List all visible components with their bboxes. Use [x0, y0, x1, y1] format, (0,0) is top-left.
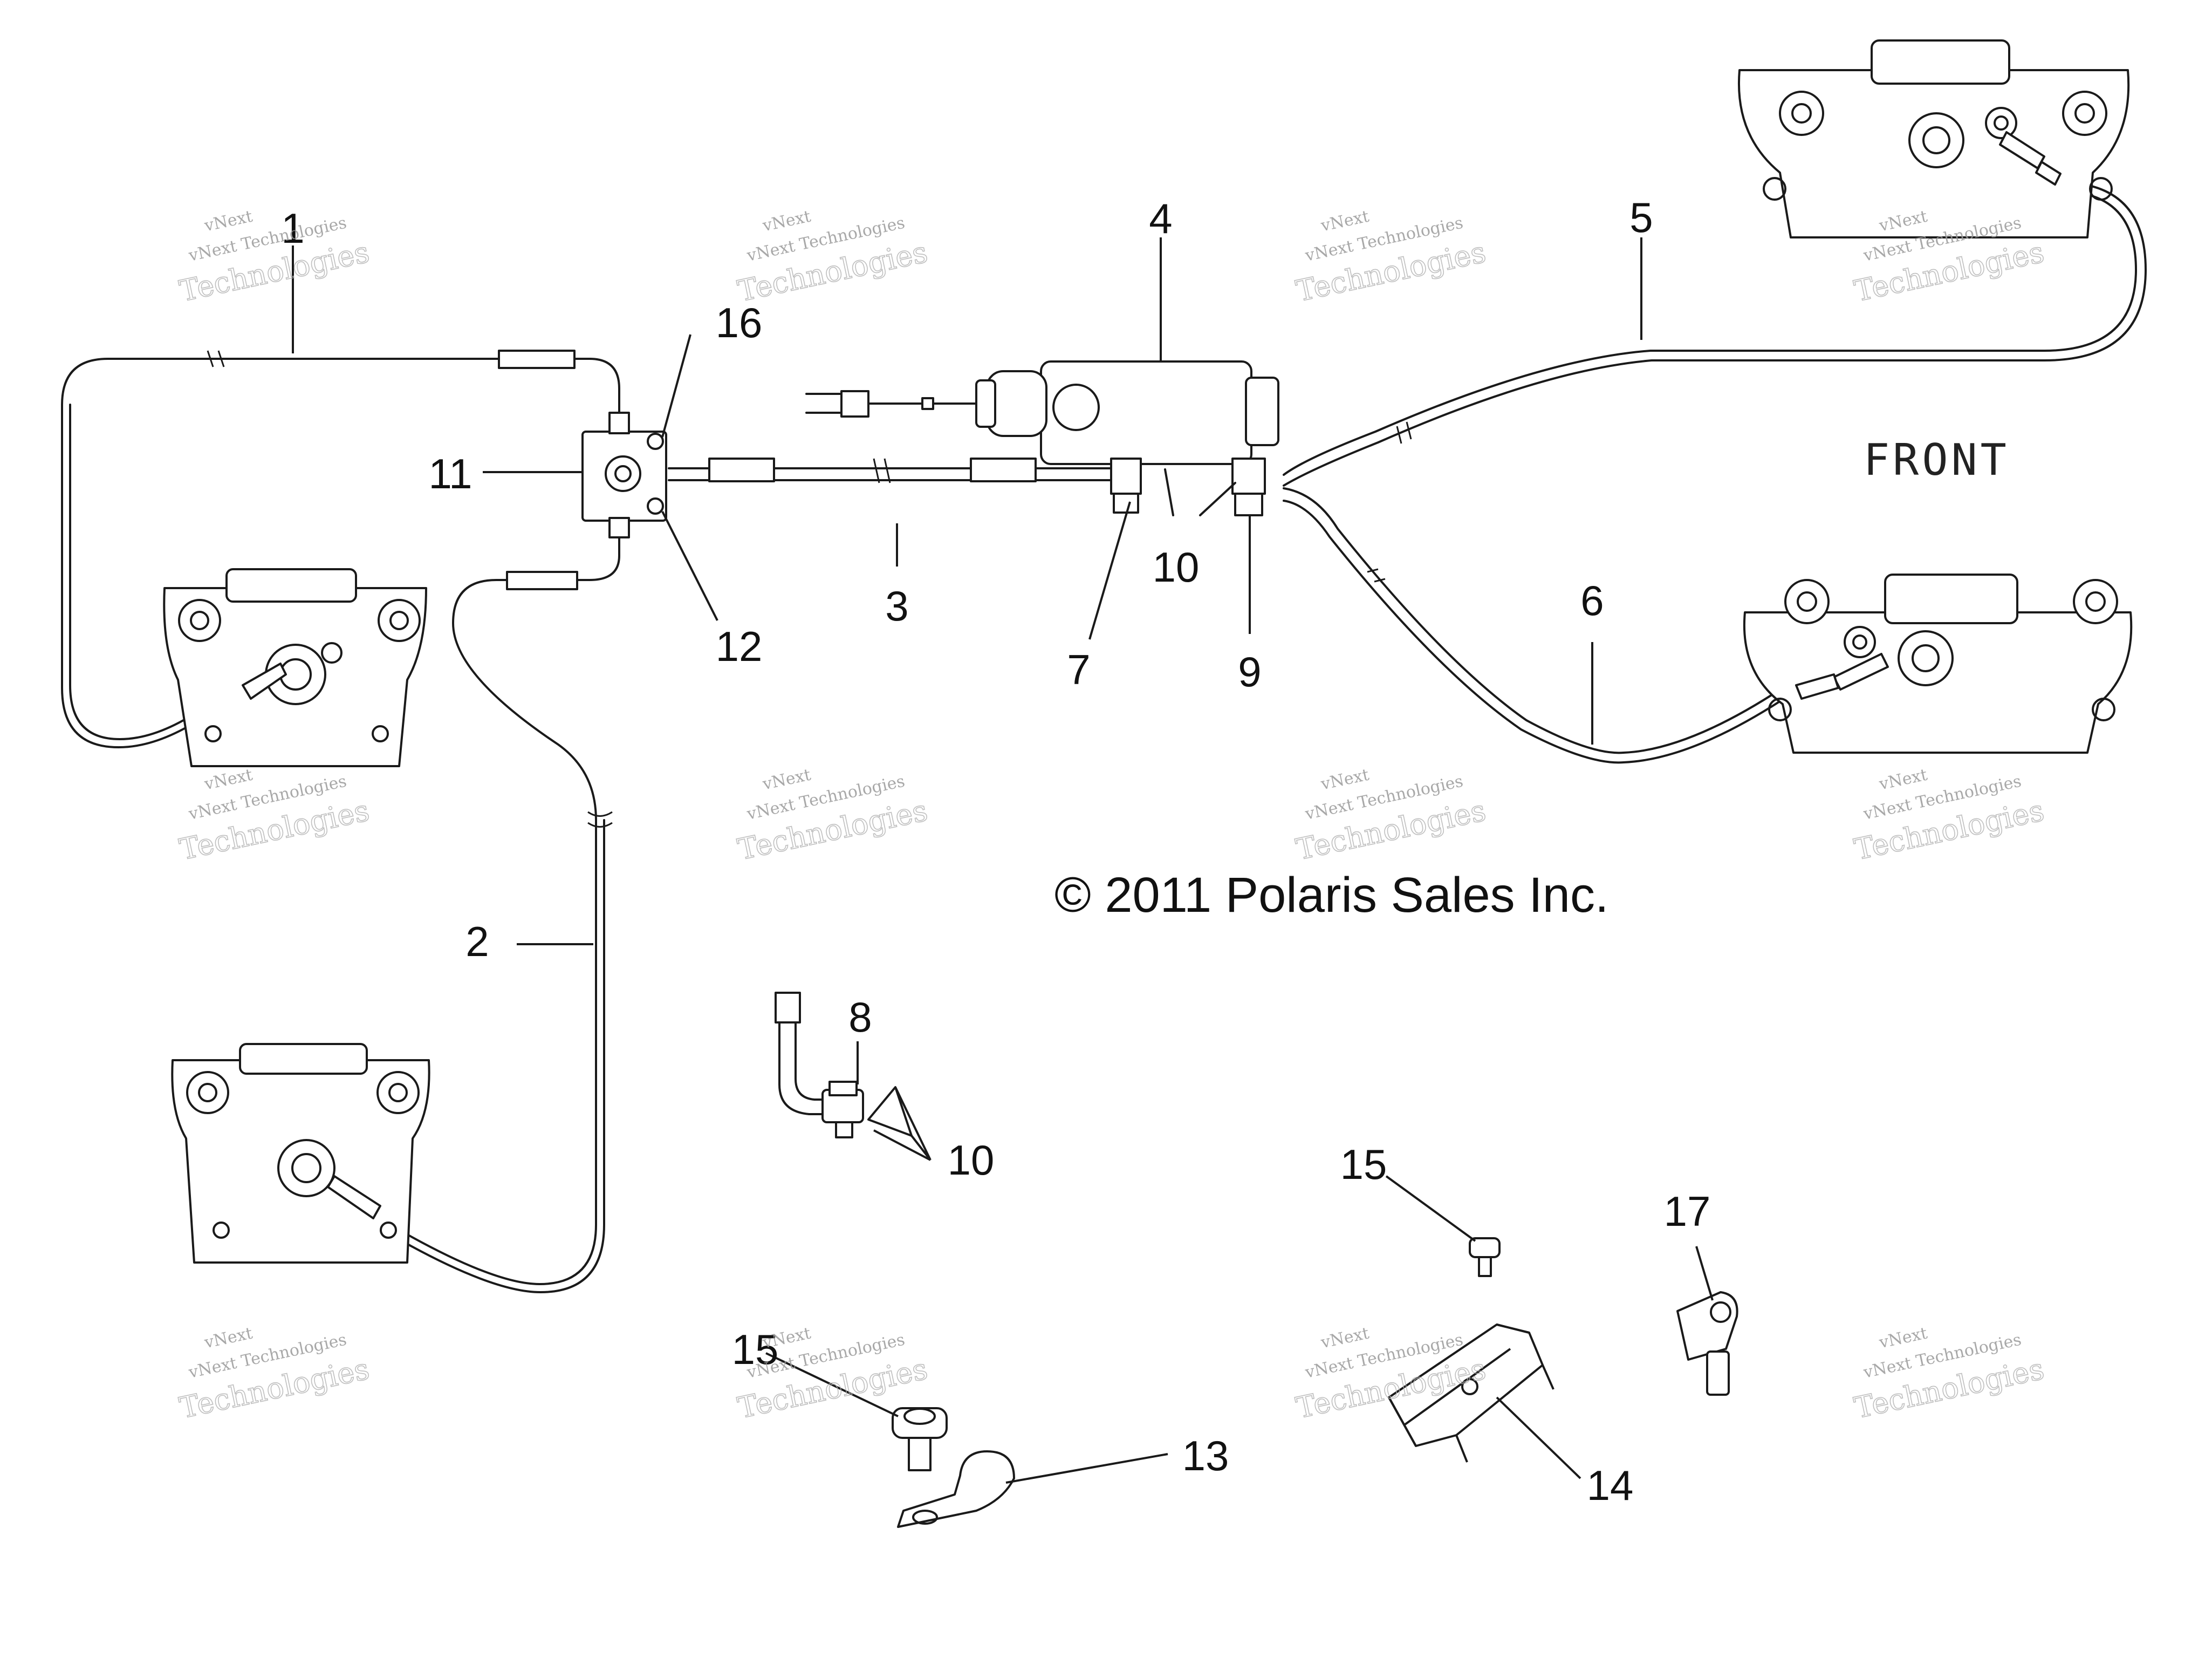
- brake-line-1-fitting: [498, 350, 576, 369]
- svg-text:vNext: vNext: [1319, 1324, 1371, 1353]
- watermark-r2c4: vNext vNext Technologies Technologies: [1851, 766, 2047, 868]
- callout-7: 7: [1067, 646, 1090, 693]
- watermark-r3c2: vNext vNext Technologies Technologies: [735, 1324, 931, 1426]
- brake-line-2-inner: [355, 819, 605, 1293]
- watermark-r2c3: vNext vNext Technologies Technologies: [1293, 766, 1489, 868]
- svg-text:vNext: vNext: [202, 1324, 254, 1353]
- brake-line-1-break: [207, 350, 225, 367]
- brake-line-2-fitting: [506, 571, 578, 590]
- brake-line-3-fitting-b: [970, 458, 1037, 482]
- brake-line-5-inner: [1283, 181, 2147, 487]
- svg-text:vNext: vNext: [1877, 1324, 1929, 1353]
- callout-11: 11: [429, 450, 472, 497]
- p-clamp: [897, 1450, 1015, 1528]
- brake-line-1: [61, 358, 620, 748]
- master-cylinder: [805, 360, 1279, 516]
- caliper-left-front: [163, 568, 427, 767]
- callout-9: 9: [1238, 648, 1261, 695]
- svg-text:vNext: vNext: [1319, 766, 1371, 794]
- brake-line-6-break: [1367, 568, 1386, 583]
- callout-5: 5: [1629, 194, 1653, 241]
- callout-14: 14: [1587, 1462, 1634, 1509]
- callout-2: 2: [465, 918, 489, 965]
- brake-line-2: [358, 525, 620, 1285]
- callout-8: 8: [848, 993, 872, 1041]
- caliper-right-rear: [1743, 574, 2133, 754]
- bracket: [1388, 1323, 1554, 1463]
- brake-line-6-inner: [1283, 500, 1788, 764]
- brake-line-3-break: [873, 458, 891, 483]
- callout-10-lower: 10: [948, 1136, 995, 1184]
- clip: [1676, 1291, 1738, 1396]
- brake-line-6: [1283, 487, 1784, 754]
- leader-lines: [292, 237, 1714, 1484]
- watermark-r1c1: vNext vNext Technologies Technologies: [176, 207, 373, 309]
- brake-line-5-break: [1396, 421, 1412, 444]
- svg-text:vNext: vNext: [761, 207, 812, 236]
- callout-4: 4: [1149, 195, 1172, 242]
- bolt-upper: [1469, 1237, 1501, 1277]
- callout-10-upper: 10: [1153, 543, 1200, 591]
- callout-13: 13: [1182, 1432, 1229, 1479]
- copyright-notice: © 2011 Polaris Sales Inc.: [1054, 868, 1609, 923]
- callout-12: 12: [716, 623, 763, 670]
- brake-line-2-break: [587, 811, 613, 828]
- front-label: FRONT: [1864, 435, 2010, 485]
- brake-line-3-fitting-a: [708, 458, 775, 482]
- svg-text:vNext: vNext: [761, 766, 812, 794]
- callout-6: 6: [1580, 577, 1604, 624]
- watermark-r1c2: vNext vNext Technologies Technologies: [735, 207, 931, 309]
- watermark-r1c3: vNext vNext Technologies Technologies: [1293, 207, 1489, 309]
- callout-16: 16: [716, 299, 763, 346]
- bolt-lower: [892, 1407, 948, 1471]
- watermark-r2c2: vNext vNext Technologies Technologies: [735, 766, 931, 868]
- callout-1: 1: [281, 204, 304, 252]
- watermark-r3c4: vNext vNext Technologies Technologies: [1851, 1324, 2047, 1426]
- callout-3: 3: [885, 582, 908, 630]
- caliper-left-rear: [171, 1043, 430, 1264]
- svg-text:vNext: vNext: [202, 207, 254, 236]
- banjo-bolt-assembly: [775, 992, 913, 1138]
- svg-text:vNext: vNext: [1877, 766, 1929, 794]
- watermark-r3c1: vNext vNext Technologies Technologies: [176, 1324, 373, 1426]
- callout-15-lower: 15: [732, 1326, 779, 1373]
- callout-17: 17: [1664, 1188, 1711, 1235]
- svg-text:vNext: vNext: [202, 766, 254, 794]
- caliper-right-front: [1738, 39, 2130, 238]
- brake-line-5: [1283, 177, 2137, 476]
- callout-15-upper: 15: [1340, 1141, 1387, 1188]
- distribution-block: [581, 412, 667, 538]
- svg-text:vNext: vNext: [1319, 207, 1371, 236]
